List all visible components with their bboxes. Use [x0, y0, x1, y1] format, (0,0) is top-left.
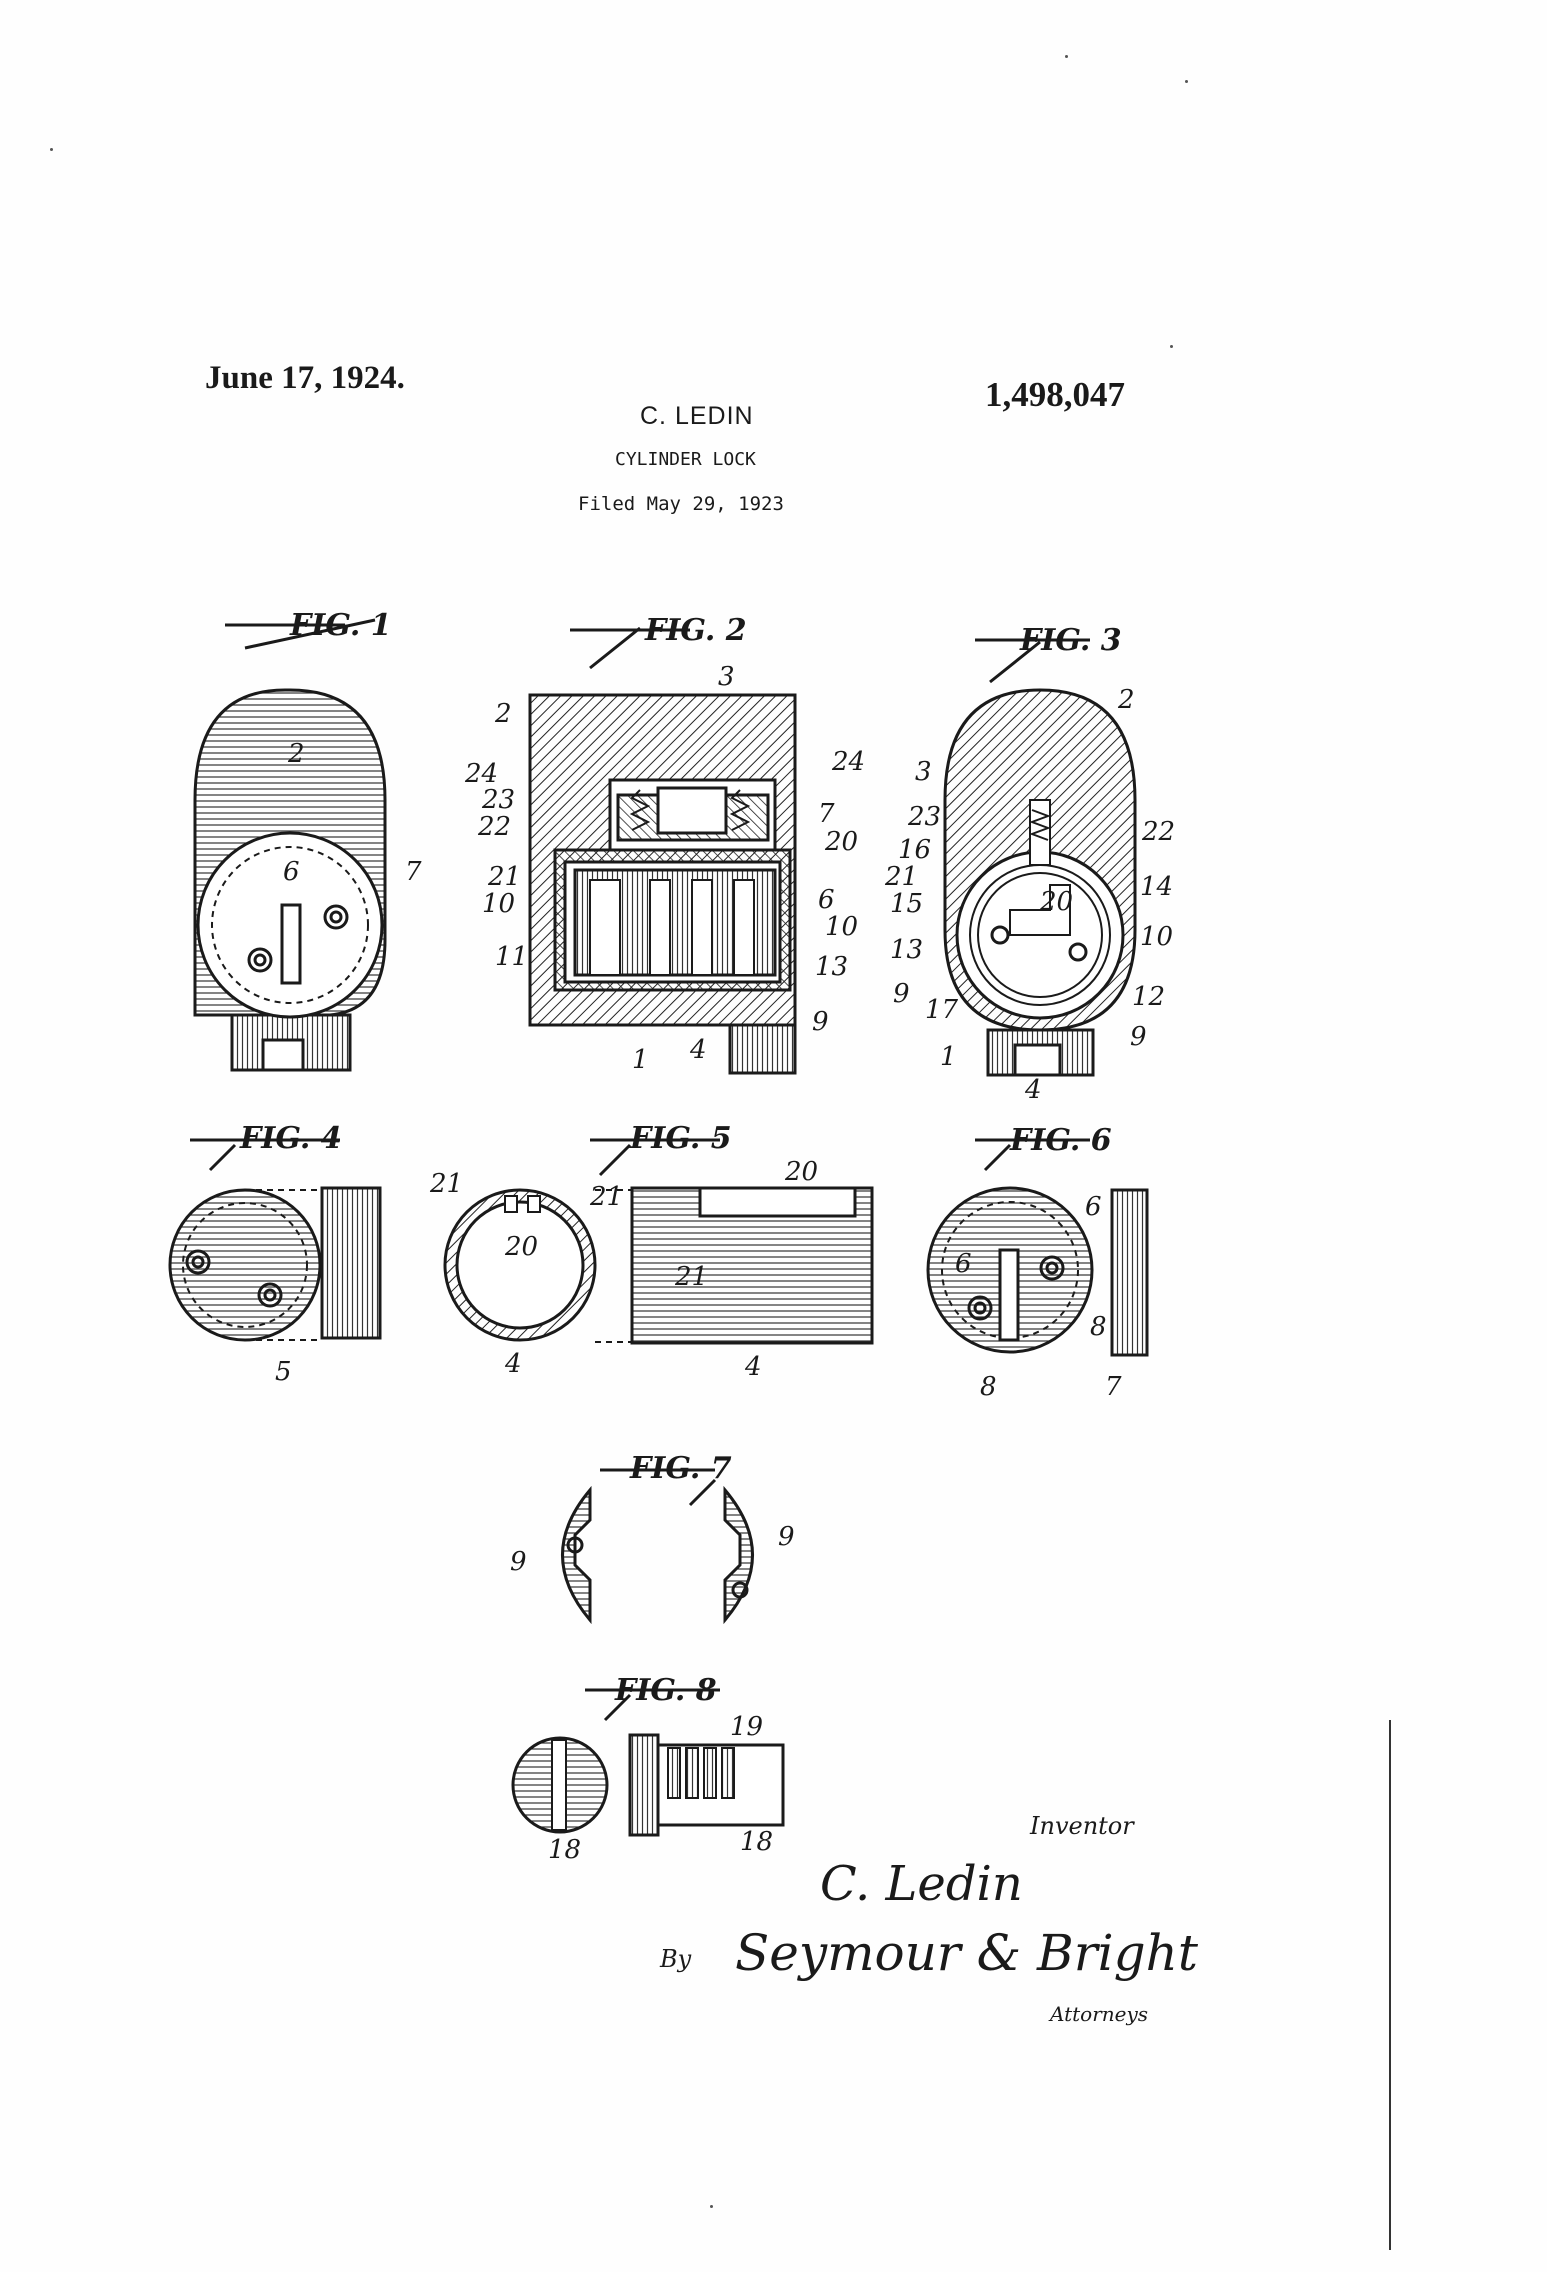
- svg-text:15: 15: [890, 889, 923, 919]
- svg-text:24: 24: [831, 747, 865, 777]
- svg-text:21: 21: [487, 862, 521, 892]
- by-label: By: [660, 1945, 692, 1973]
- svg-text:6: 6: [818, 885, 835, 915]
- svg-text:20: 20: [824, 827, 858, 857]
- svg-text:9: 9: [510, 1547, 527, 1577]
- figure-6: FIG. 6 6 6 8 8 7: [926, 1123, 1149, 1402]
- svg-text:FIG. 1: FIG. 1: [289, 608, 392, 643]
- svg-text:1: 1: [632, 1045, 649, 1075]
- figure-1: FIG. 1 2 6 7: [193, 608, 422, 1072]
- issue-date: June 17, 1924.: [205, 360, 405, 396]
- svg-text:1: 1: [940, 1042, 957, 1072]
- svg-text:9: 9: [812, 1007, 829, 1037]
- svg-text:7: 7: [1105, 1372, 1122, 1402]
- svg-text:12: 12: [1132, 982, 1165, 1012]
- svg-text:2: 2: [287, 739, 305, 769]
- svg-text:17: 17: [925, 995, 959, 1025]
- svg-text:13: 13: [890, 935, 923, 965]
- svg-text:3: 3: [718, 662, 735, 692]
- svg-text:21: 21: [429, 1169, 463, 1199]
- figure-8: FIG. 8 19 18 18: [511, 1673, 785, 1865]
- svg-text:8: 8: [1090, 1312, 1107, 1342]
- svg-text:FIG. 4: FIG. 4: [239, 1121, 342, 1156]
- svg-text:23: 23: [907, 802, 941, 832]
- svg-text:20: 20: [1039, 887, 1073, 917]
- attorneys-signature: Seymour & Bright: [735, 1924, 1199, 1982]
- figure-7: FIG. 7 9 9: [510, 1451, 795, 1625]
- svg-text:10: 10: [1140, 922, 1173, 952]
- svg-text:21: 21: [589, 1182, 623, 1212]
- svg-text:24: 24: [464, 759, 498, 789]
- svg-text:19: 19: [730, 1712, 763, 1742]
- svg-text:FIG. 3: FIG. 3: [1019, 623, 1122, 658]
- svg-text:2: 2: [1117, 685, 1135, 715]
- svg-text:7: 7: [818, 799, 835, 829]
- speck: [1185, 80, 1188, 83]
- svg-text:20: 20: [784, 1157, 818, 1187]
- svg-text:10: 10: [482, 889, 515, 919]
- svg-text:5: 5: [275, 1357, 292, 1387]
- svg-text:7: 7: [405, 857, 422, 887]
- svg-text:FIG. 5: FIG. 5: [629, 1121, 732, 1156]
- figure-5: FIG. 5 21 21 20 4 20 21 4: [429, 1121, 874, 1382]
- svg-text:14: 14: [1140, 872, 1173, 902]
- svg-text:22: 22: [1141, 817, 1175, 847]
- svg-text:2: 2: [494, 699, 512, 729]
- inventor-signature: C. Ledin: [820, 1856, 1023, 1912]
- svg-text:10: 10: [825, 912, 858, 942]
- svg-text:20: 20: [504, 1232, 538, 1262]
- svg-text:3: 3: [915, 757, 932, 787]
- svg-text:4: 4: [744, 1352, 762, 1382]
- svg-text:9: 9: [893, 979, 910, 1009]
- attorneys-label: Attorneys: [1050, 2002, 1149, 2026]
- svg-text:FIG. 2: FIG. 2: [644, 613, 747, 648]
- patent-number: 1,498,047: [985, 375, 1125, 414]
- svg-text:FIG. 8: FIG. 8: [614, 1673, 717, 1708]
- svg-text:FIG. 7: FIG. 7: [629, 1451, 732, 1486]
- svg-text:FIG. 6: FIG. 6: [1009, 1123, 1112, 1158]
- svg-text:18: 18: [548, 1835, 581, 1865]
- speck: [1170, 345, 1173, 348]
- svg-text:16: 16: [898, 835, 931, 865]
- svg-text:4: 4: [504, 1349, 522, 1379]
- svg-text:23: 23: [481, 785, 515, 815]
- filed-date: Filed May 29, 1923: [578, 493, 784, 515]
- svg-text:4: 4: [1024, 1075, 1042, 1105]
- svg-text:8: 8: [980, 1372, 997, 1402]
- figure-4: FIG. 4 5: [168, 1121, 382, 1387]
- inventor-name: C. LEDIN: [640, 402, 754, 430]
- speck: [710, 2205, 713, 2208]
- signatures: C. Ledin Seymour & Bright: [735, 1856, 1199, 1982]
- inventor-label: Inventor: [1030, 1812, 1134, 1840]
- svg-text:9: 9: [778, 1522, 795, 1552]
- svg-text:11: 11: [495, 942, 528, 972]
- svg-text:4: 4: [689, 1035, 707, 1065]
- svg-text:9: 9: [1130, 1022, 1147, 1052]
- svg-text:6: 6: [283, 857, 300, 887]
- svg-text:13: 13: [815, 952, 848, 982]
- figure-2: FIG. 2 3 2 24 23 22 21 10 11 24 7 20: [464, 613, 865, 1075]
- figure-3: FIG. 3 2 3 23 16 21 15 13 9 17 1 22 14 2…: [884, 623, 1175, 1105]
- speck: [1065, 55, 1068, 58]
- svg-text:22: 22: [477, 812, 511, 842]
- svg-text:21: 21: [674, 1262, 708, 1292]
- svg-text:6: 6: [1085, 1192, 1102, 1222]
- svg-text:21: 21: [884, 862, 918, 892]
- speck: [50, 148, 53, 151]
- patent-title: CYLINDER LOCK: [615, 449, 756, 470]
- svg-text:18: 18: [740, 1827, 773, 1857]
- svg-text:6: 6: [955, 1249, 972, 1279]
